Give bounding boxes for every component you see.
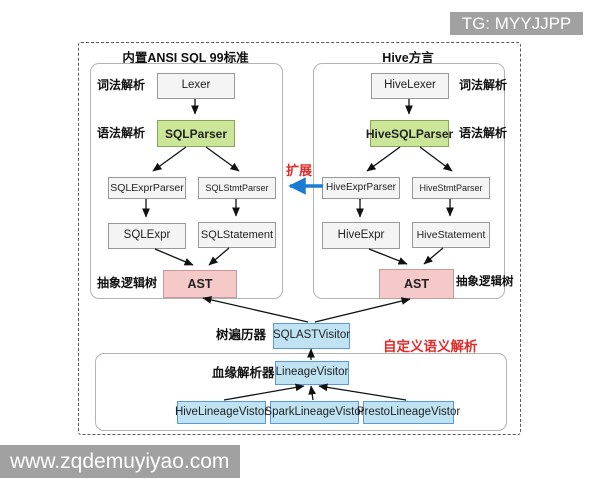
node-sql-expr: SQLExpr [108,223,186,249]
outer-dashed-border [78,42,521,435]
left-section-title: 内置ANSI SQL 99标准 [122,51,249,65]
node-hive-expr-parser: HiveExprParser [322,177,400,199]
right-section-title: Hive方言 [382,51,434,65]
right-lexical-label: 词法解析 [459,78,508,92]
node-sql-parser: SQLParser [157,120,235,147]
left-ast-label: 抽象逻辑树 [97,276,158,290]
left-lexical-label: 词法解析 [97,78,146,92]
right-syntax-label: 语法解析 [459,126,508,140]
node-hive-expr: HiveExpr [322,222,400,249]
node-sql-expr-parser: SQLExprParser [108,177,186,199]
lineage-parser-label: 血缘解析器 [212,366,275,380]
node-ast-right: AST [379,269,454,299]
node-ast-left: AST [163,270,237,298]
node-sql-statement: SQLStatement [198,222,276,248]
custom-semantic-label: 自定义语义解析 [383,339,478,354]
right-ast-label: 抽象逻辑树 [456,276,514,288]
node-spark-lineage-vistor: SparkLineageVistor [264,401,365,424]
tree-walker-label: 树遍历器 [216,328,267,342]
node-hive-stmt-parser: HiveStmtParser [412,177,490,199]
node-hive-lexer: HiveLexer [371,73,449,99]
extension-label: 扩展 [286,163,313,178]
node-presto-lineage-vistor: PrestoLineageVistor [357,401,460,424]
node-hive-statement: HiveStatement [412,222,490,248]
left-syntax-label: 语法解析 [97,126,146,140]
node-lexer: Lexer [157,73,235,99]
node-sqlast-visitor: SQLASTVisitor [273,323,350,349]
node-lineage-visitor: LineageVisitor [275,361,349,385]
node-hive-sql-parser: HiveSQLParser [366,120,453,147]
node-hive-lineage-vistor: HiveLineageVistor [175,401,268,424]
watermark-top-banner: TG: MYYJJPP [450,12,583,35]
node-sql-stmt-parser: SQLStmtParser [198,177,276,199]
watermark-bottom-banner: www.zqdemuyiyao.com [0,445,240,478]
